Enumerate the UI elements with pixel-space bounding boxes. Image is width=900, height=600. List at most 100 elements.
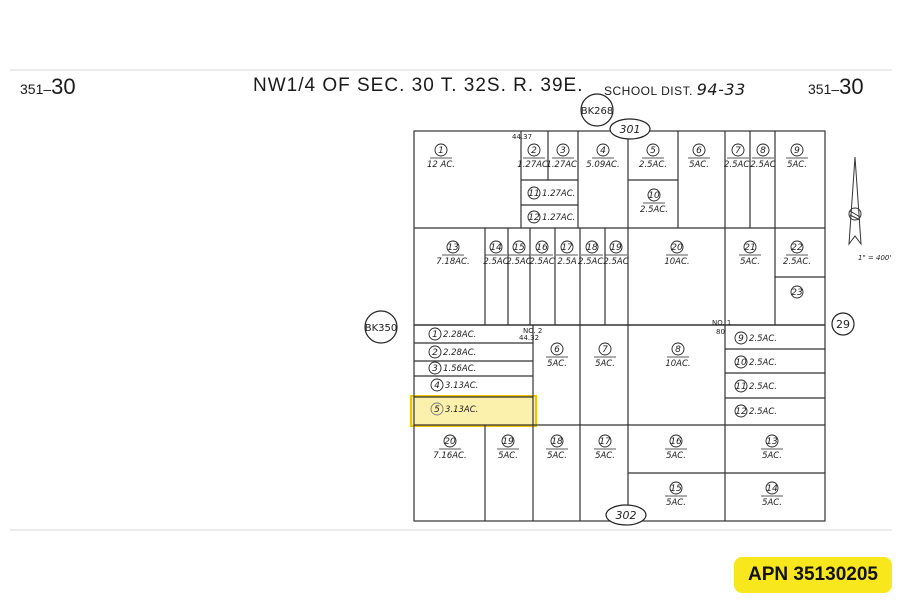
lot-number-circle — [743, 240, 757, 254]
lot-acreage: 1.27AC. — [542, 189, 575, 199]
top-divider — [10, 69, 892, 71]
lot-acreage: 2.5AC — [750, 160, 775, 170]
parcel-b1-lot-1[interactable]: 112 AC. — [427, 143, 455, 170]
lot-acreage: 2.5AC — [603, 257, 628, 267]
lot-acreage: 5AC. — [595, 359, 615, 369]
parcel-b1-lot-5[interactable]: 52.5AC. — [639, 143, 667, 170]
page-prefix: 351– — [20, 81, 52, 97]
parcel-b1-lot-22[interactable]: 222.5AC. — [783, 240, 811, 267]
lot-number-circle — [527, 186, 541, 200]
lot-acreage: 2.5A — [557, 257, 577, 267]
map-title: NW1/4 OF SEC. 30 T. 32S. R. 39E. — [253, 75, 584, 96]
parcel-b1-lot-18[interactable]: 182.5AC. — [578, 240, 606, 267]
lot-number: 2 — [432, 348, 438, 358]
parcel-b1-lot-14[interactable]: 14 2.5AC — [483, 240, 509, 267]
lot-number-circle — [434, 143, 448, 157]
lot-number-circle — [734, 331, 748, 345]
lot-number: 9 — [794, 146, 800, 156]
lot-number: 12 — [528, 213, 540, 223]
parcel-b2-lot-13[interactable]: 13 5AC. — [761, 434, 783, 461]
parcel-b1-lot-23[interactable]: 23 — [790, 285, 804, 299]
lot-number-circle — [765, 434, 779, 448]
parcel-b2-lot-2[interactable]: 2 2.28AC. — [428, 345, 476, 359]
page-num: 30 — [839, 74, 864, 99]
lot-number-circle — [734, 355, 748, 369]
parcel-b1-lot-17[interactable]: 172.5A — [556, 240, 578, 267]
parcel-b1-lot-15[interactable]: 152.5AC — [506, 240, 532, 267]
lot-number-circle — [501, 434, 515, 448]
parcel-b1-lot-4[interactable]: 45.09AC. — [586, 143, 620, 170]
lot-number: 14 — [490, 243, 502, 253]
parcel-b1-lot-13[interactable]: 137.18AC. — [436, 240, 470, 267]
lot-number-circle — [790, 240, 804, 254]
lot-number: 6 — [554, 345, 560, 355]
parcel-b1-lot-8[interactable]: 82.5AC — [750, 143, 776, 170]
lot-acreage: 2.5AC. — [783, 257, 811, 267]
lot-number: 18 — [551, 437, 563, 447]
road-label-top: 301 — [620, 123, 641, 136]
parcel-b1-lot-9[interactable]: 9 5AC. — [786, 143, 808, 170]
lot-number: 13 — [766, 437, 778, 447]
lot-acreage: 5AC. — [787, 160, 807, 170]
parcel-b1-lot-19[interactable]: 192.5AC — [603, 240, 629, 267]
block-1-lots: 112 AC.21.27AC.31.27AC.45.09AC.52.5AC.65… — [427, 143, 811, 299]
parcel-b2-lot-9[interactable]: 9 2.5AC. — [734, 331, 777, 345]
lot-acreage: 2.5AC. — [749, 407, 777, 417]
lot-number-circle — [669, 434, 683, 448]
lot-acreage: 5AC. — [762, 451, 782, 461]
parcel-b1-lot-7[interactable]: 72.5AC. — [724, 143, 752, 170]
lot-number: 2 — [531, 146, 537, 156]
lot-number: 4 — [434, 381, 440, 391]
page-number-right: 351–30 — [808, 74, 864, 100]
lot-acreage: 2.28AC. — [443, 348, 476, 358]
lot-number-circle — [609, 240, 623, 254]
lot-number-circle — [446, 240, 460, 254]
book-ref-left: BK350 — [365, 323, 398, 334]
parcel-b1-lot-16[interactable]: 162.5AC — [529, 240, 555, 267]
parcel-b2-lot-20[interactable]: 207.16AC. — [433, 434, 467, 461]
lot-number-circle — [556, 143, 570, 157]
lot-acreage: 2.5AC. — [749, 382, 777, 392]
parcel-b1-lot-10[interactable]: 102.5AC. — [640, 188, 668, 215]
lot-acreage: 1.27AC. — [546, 160, 579, 170]
dim-mid: 44.32 — [519, 334, 539, 342]
lot-number-circle — [512, 240, 526, 254]
lot-number: 10 — [648, 191, 660, 201]
parcel-b1-lot-2[interactable]: 21.27AC. — [517, 143, 551, 170]
lot-number: 16 — [536, 243, 548, 253]
lot-number-circle — [734, 404, 748, 418]
parcel-b1-lot-3[interactable]: 31.27AC. — [546, 143, 580, 170]
lot-number-circle — [596, 143, 610, 157]
lot-acreage: 1.56AC. — [443, 364, 476, 374]
lot-number-circle — [527, 210, 541, 224]
lot-acreage: 5AC. — [689, 160, 709, 170]
lot-acreage: 2.5AC. — [749, 334, 777, 344]
lot-acreage: 2.5AC — [483, 257, 508, 267]
lot-number: 12 — [735, 407, 747, 417]
lot-number: 8 — [675, 345, 681, 355]
lot-number: 9 — [738, 334, 744, 344]
highlighted-parcel[interactable] — [410, 395, 537, 427]
